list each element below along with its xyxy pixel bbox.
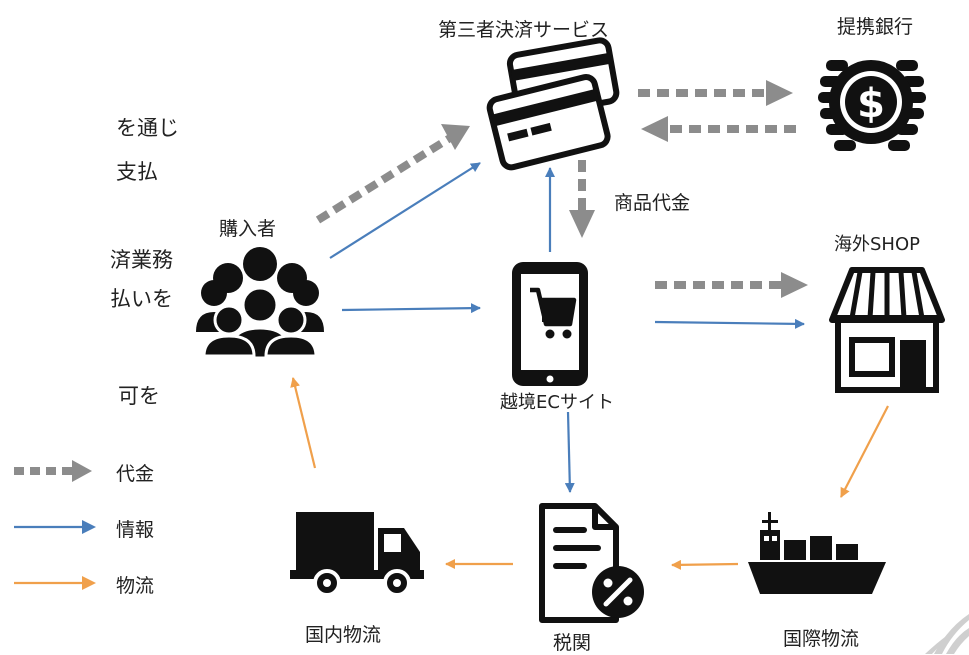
credit-cards-icon <box>486 37 620 171</box>
legend-label-info: 情報 <box>116 519 155 541</box>
legend-label-logistics: 物流 <box>116 575 155 597</box>
tablet-cart-icon <box>512 262 588 386</box>
cargo-ship-icon <box>748 512 886 594</box>
label-payment-service: 第三者決済サービス <box>438 19 610 41</box>
clipped-text-2: 支払 <box>116 160 158 184</box>
info-arrow-buyer-to-ec <box>341 303 481 314</box>
clipped-text-3: 済業務 <box>110 248 173 272</box>
coin-stack-icon: $ <box>818 60 926 151</box>
payment-arrow-service-to-bank <box>638 80 793 106</box>
tax-document-icon <box>539 503 644 623</box>
info-arrow-buyer-to-service <box>329 162 481 259</box>
logistics-arrow-intl-to-customs <box>671 559 739 570</box>
clipped-text-5: 可を <box>118 384 160 408</box>
clipped-text-1: を通じ <box>116 116 179 140</box>
label-customs: 税関 <box>553 632 592 654</box>
storefront-icon <box>829 267 945 393</box>
payment-arrow-bank-to-service <box>641 116 796 142</box>
info-arrow-ec-to-shop <box>654 318 805 329</box>
clipped-text-4: 払いを <box>110 287 173 311</box>
payment-arrow-ec-to-shop <box>655 272 808 298</box>
legend-label-payment: 代金 <box>116 463 155 485</box>
payment-arrow-service-to-ec <box>569 160 595 238</box>
label-product-price: 商品代金 <box>614 192 691 214</box>
delivery-truck-icon <box>290 512 424 597</box>
legend-info <box>14 520 96 534</box>
legend-logistics <box>14 576 96 590</box>
label-domestic-logistics: 国内物流 <box>305 624 382 646</box>
payment-arrow-buyer-to-service <box>315 124 470 224</box>
label-buyer: 購入者 <box>219 218 277 240</box>
svg-text:$: $ <box>857 81 885 127</box>
people-group-icon <box>196 247 324 360</box>
leaf-decoration-icon <box>925 614 969 654</box>
label-partner-bank: 提携銀行 <box>837 16 914 38</box>
label-ec-site: 越境ECサイト <box>500 392 614 413</box>
label-overseas-shop: 海外SHOP <box>834 234 920 255</box>
legend-payment <box>14 460 92 482</box>
logistics-arrow-shop-to-intl <box>840 405 889 498</box>
label-intl-logistics: 国際物流 <box>783 628 860 650</box>
logistics-arrow-domestic-to-buyer <box>290 377 317 469</box>
info-arrow-ec-to-customs <box>564 411 575 493</box>
